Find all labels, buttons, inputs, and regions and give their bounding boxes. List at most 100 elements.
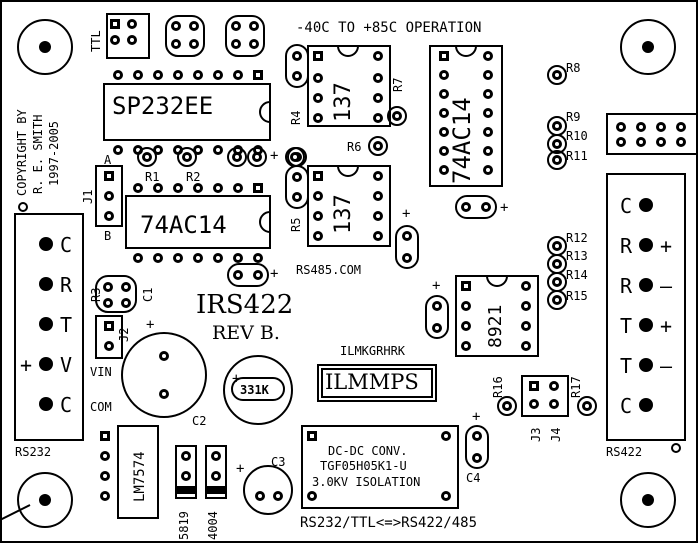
- u74l-bot-2-hole: [176, 256, 180, 260]
- opto2-r-1-hole: [376, 194, 380, 198]
- r3-a-hole: [106, 285, 110, 289]
- jt2-pad-0-hole: [234, 24, 238, 28]
- c3-a-hole: [258, 494, 262, 498]
- bigcap-b-hole: [162, 392, 166, 396]
- cap-c2-hole: [405, 256, 409, 260]
- logo-small-text: ILMKGRHRK: [340, 344, 406, 358]
- mounting-hole-dot-4: [642, 494, 654, 506]
- rs422-terminal-pad-3: [639, 278, 653, 292]
- logo-box-text: ILMMPS: [325, 370, 419, 394]
- jumper-a-label: A: [104, 153, 112, 167]
- dcdc-line-3: 3.0KV ISOLATION: [312, 475, 421, 489]
- rs232-connector-label: RS232: [15, 445, 52, 459]
- rs485-com-label: RS485.COM: [296, 263, 362, 277]
- r17-ring: [577, 396, 597, 416]
- opto2-chip-label: 137: [331, 194, 356, 234]
- r11-label: R11: [566, 149, 588, 163]
- c1-a-hole: [124, 285, 128, 289]
- u74l-bot-3-hole: [196, 256, 200, 260]
- rs232-pin-4: V: [60, 353, 73, 377]
- r8-label: R8: [566, 61, 581, 75]
- trimpot-body: [223, 355, 293, 425]
- cap-outline-b: [455, 195, 497, 219]
- j34-3-hole: [552, 402, 556, 406]
- u8921-l-2-hole: [464, 324, 468, 328]
- d1-b-hole: [184, 474, 188, 478]
- dcdc-line-1: DC-DC CONV.: [328, 444, 408, 458]
- opto1-body: [307, 45, 391, 127]
- copyright-line-3: 1997-2005: [47, 120, 61, 186]
- opto2-l-1-hole: [316, 194, 320, 198]
- ttl-header-label: TTL: [89, 30, 103, 52]
- cap-e2-hole: [475, 456, 479, 460]
- u74r-l-3-hole: [442, 111, 446, 115]
- lm-pad-3-hole: [103, 494, 107, 498]
- u74l-bot-0-hole: [136, 256, 140, 260]
- j1-outline: [95, 165, 123, 227]
- hdr-tr-a2-hole: [659, 125, 663, 129]
- rs422-sign-2: +: [660, 234, 673, 258]
- j2-outline: [95, 315, 123, 359]
- cap-b2-hole: [484, 205, 488, 209]
- u8921-r-2-hole: [524, 324, 528, 328]
- copyright-line-2: R. E. SMITH: [31, 114, 45, 194]
- diode-4004-band: [206, 486, 226, 494]
- r7-hole: [395, 114, 399, 118]
- u74l-bot-1-hole: [156, 256, 160, 260]
- opto1-r-1-hole: [376, 76, 380, 80]
- polarity-plus-8: +: [472, 409, 481, 425]
- rs422-pin-6: C: [620, 394, 633, 418]
- jt1-pad-3-hole: [192, 42, 196, 46]
- cap-d2-hole: [435, 326, 439, 330]
- rs232-pin-2: R: [60, 273, 73, 297]
- opto2-l-3-hole: [316, 234, 320, 238]
- rs232-terminal-pad-1: [39, 237, 53, 251]
- u74l-bot-5-hole: [236, 256, 240, 260]
- r7-ring: [387, 106, 407, 126]
- r16-hole: [505, 404, 509, 408]
- regulator-body: [117, 425, 159, 519]
- diode-5819-body: [175, 445, 197, 499]
- diode-4004-label: 4004: [206, 511, 220, 540]
- r1-b-ring: [177, 147, 197, 167]
- rs232-pin-3: T: [60, 313, 73, 337]
- j3-label: J3: [529, 427, 543, 442]
- rs232-terminal-pad-3: [39, 317, 53, 331]
- plus-pad-1-hole: [293, 155, 297, 159]
- r4-outline: [285, 44, 309, 88]
- polarity-plus-7: +: [236, 461, 245, 477]
- opto2-r-2-hole: [376, 214, 380, 218]
- u74r-r-4-hole: [486, 130, 490, 134]
- c3-label: C3: [271, 455, 286, 469]
- u74l-bot-6-hole: [256, 256, 260, 260]
- sp232-top-0-hole: [116, 73, 120, 77]
- u74r-l-5-hole: [442, 149, 446, 153]
- hdr-tr-a1-hole: [639, 125, 643, 129]
- rs232-pin-5: C: [60, 393, 73, 417]
- hdr-tr-a3-hole: [679, 125, 683, 129]
- r5-b-hole: [295, 195, 299, 199]
- r8-ring: [547, 65, 567, 85]
- polarity-plus-1: +: [270, 148, 279, 164]
- r17-label: R17: [569, 376, 583, 398]
- j2-b-hole: [107, 344, 111, 348]
- mounting-hole-4: [620, 472, 676, 528]
- j3-j4-outline: [521, 375, 569, 417]
- j1-pad-2-hole: [107, 214, 111, 218]
- j2-a-hole: [107, 324, 111, 328]
- r6-ring: [368, 136, 388, 156]
- vin-label: VIN: [90, 365, 112, 379]
- jt2-pad-3-hole: [252, 42, 256, 46]
- mounting-hole-dot-2: [642, 41, 654, 53]
- r12-15-a3-hole: [555, 298, 559, 302]
- polarity-plus-9: +: [232, 371, 241, 387]
- u74l-top-6-hole: [256, 186, 260, 190]
- sp232-bot-0-hole: [116, 148, 120, 152]
- sp232-bot-4-hole: [196, 148, 200, 152]
- rs422-pin-2: R: [620, 234, 633, 258]
- diode-4004-body: [205, 445, 227, 499]
- polarity-plus-2: +: [270, 266, 279, 282]
- u74-left-chip-label: 74AC14: [140, 211, 227, 239]
- r15-label: R15: [566, 289, 588, 303]
